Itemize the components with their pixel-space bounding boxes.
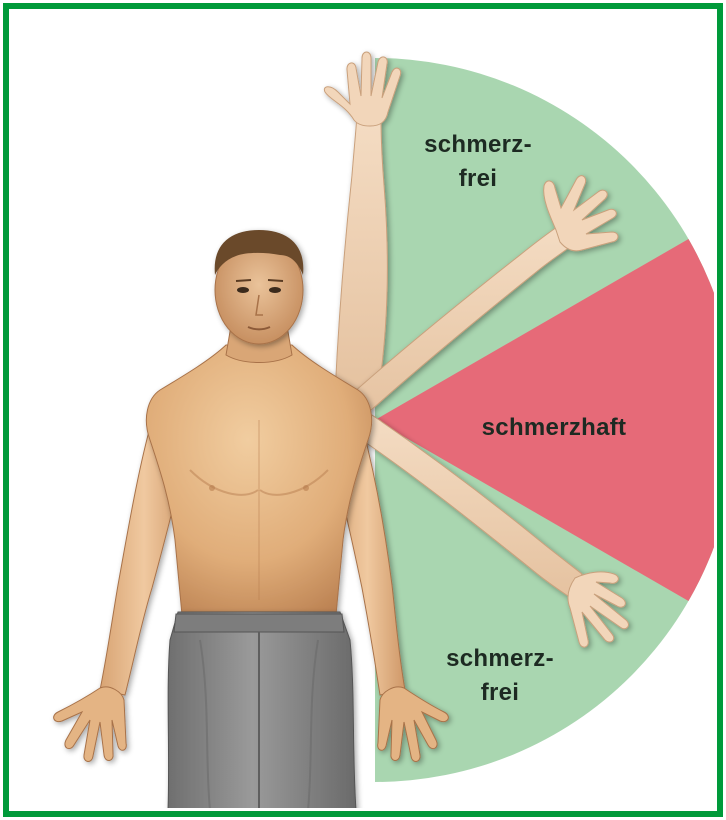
- painful-label: schmerzhaft: [482, 414, 627, 441]
- lower-painfree-label-line1: schmerz-: [446, 645, 554, 672]
- upper-painfree-label-line1: schmerz-: [424, 131, 532, 158]
- torso: [146, 345, 371, 615]
- shorts: [168, 612, 356, 810]
- upper-painfree-label-line2: frei: [459, 165, 498, 192]
- head: [215, 230, 304, 344]
- lower-painfree-label-line2: frei: [481, 679, 520, 706]
